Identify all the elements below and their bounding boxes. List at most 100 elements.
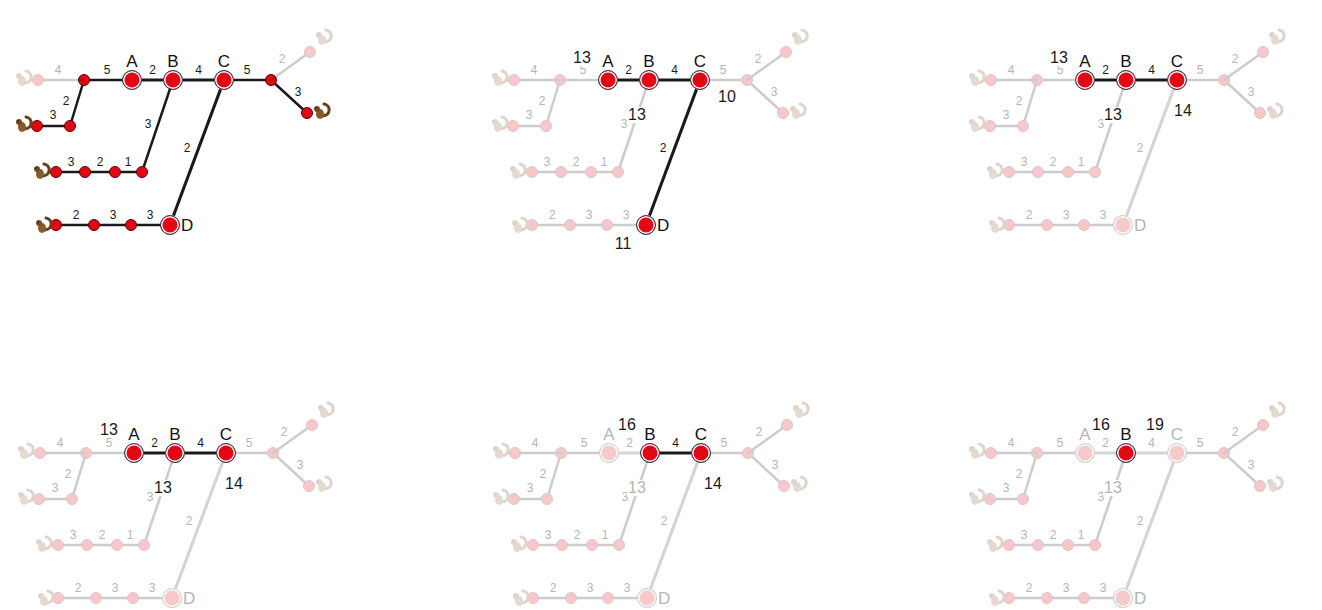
graph-edge [173, 89, 220, 215]
edge-weight: 5 [1056, 437, 1065, 449]
edge-weight: 2 [278, 53, 287, 65]
graph-vertex: A [1075, 443, 1095, 463]
graph-vertex: D [636, 215, 656, 235]
edge-weight: 4 [531, 437, 540, 449]
graph-vertex: A [599, 443, 619, 463]
edge-weight: 3 [771, 459, 780, 471]
graph-vertex: B [165, 443, 185, 463]
graph-vertex: A [124, 443, 144, 463]
edge-weight: 3 [1247, 459, 1256, 471]
edge-weight: 2 [1136, 515, 1145, 527]
edge-weight: 2 [62, 95, 71, 107]
edge-weight: 3 [67, 156, 76, 168]
edge-weight: 3 [586, 582, 595, 594]
graph-vertex: B [639, 70, 659, 90]
edge-weight: 2 [64, 468, 73, 480]
edge-weight: 3 [623, 582, 632, 594]
edge-weight: 4 [1147, 64, 1156, 76]
graph-edge [619, 453, 640, 454]
graph-vertex: C [214, 70, 234, 90]
edge-weight: 5 [580, 437, 589, 449]
edge-weight: 1 [600, 156, 609, 168]
edge-weight: 2 [1015, 95, 1024, 107]
edge-weight: 3 [144, 118, 153, 130]
edge-weight: 5 [103, 64, 112, 76]
edge-weight: 3 [544, 529, 553, 541]
vertex-letter: C [218, 53, 230, 70]
edge-weight: 4 [1007, 64, 1016, 76]
edge-weight: 5 [243, 64, 252, 76]
edge-weight: 3 [69, 529, 78, 541]
edge-weight: 3 [1247, 86, 1256, 98]
edge-weight: 1 [1077, 529, 1086, 541]
edge-weight: 2 [72, 209, 81, 221]
graph-vertex: B [163, 70, 183, 90]
edge-line [1126, 462, 1173, 588]
score-number: 13 [1049, 50, 1069, 66]
edge-line [618, 79, 639, 82]
score-number: 13 [572, 50, 592, 66]
vertex-letter: D [657, 217, 669, 234]
graph-edge [649, 89, 696, 215]
edge-weight: 5 [719, 64, 728, 76]
edge-weight: 3 [525, 109, 534, 121]
score-number: 13 [1103, 107, 1123, 123]
vertex-letter: B [169, 426, 180, 443]
vertex-letter: A [1079, 53, 1090, 70]
graph-edge [618, 80, 639, 81]
edge-weight: 2 [98, 529, 107, 541]
edge-weight: 3 [770, 86, 779, 98]
edge-weight: 3 [109, 209, 118, 221]
edge-weight: 3 [1020, 156, 1029, 168]
edge-weight: 1 [126, 529, 135, 541]
graph-vertex: A [1075, 70, 1095, 90]
edge-weight: 3 [526, 482, 535, 494]
vertex-letter: A [126, 53, 137, 70]
edge-weight: 3 [585, 209, 594, 221]
edge-weight: 3 [622, 209, 631, 221]
vertex-letter: B [643, 53, 654, 70]
edge-line [1095, 452, 1116, 455]
edge-weight: 2 [1101, 437, 1110, 449]
graph-edge [142, 80, 163, 81]
vertex-letter: C [694, 53, 706, 70]
graph-edge [1136, 80, 1167, 81]
edge-weight: 4 [1007, 437, 1016, 449]
edge-weight: 4 [56, 437, 65, 449]
graph-edge [183, 80, 214, 81]
graph-edge [1126, 89, 1173, 215]
edge-weight: 4 [196, 437, 205, 449]
vertex-letter: C [220, 426, 232, 443]
graph-vertex: C [216, 443, 236, 463]
vertex-letter: C [695, 426, 707, 443]
vertex-letter: B [167, 53, 178, 70]
graph-edge [1126, 462, 1173, 588]
vertex-letter: A [602, 53, 613, 70]
graph-vertex: C [690, 70, 710, 90]
edge-weight: 1 [124, 156, 133, 168]
graph-vertex: A [598, 70, 618, 90]
score-number: 10 [717, 89, 737, 105]
edge-weight: 5 [720, 437, 729, 449]
edge-weight: 4 [670, 64, 679, 76]
edge-line [183, 79, 214, 82]
graph-vertex: D [160, 215, 180, 235]
graph-vertex: C [691, 443, 711, 463]
edge-weight: 2 [548, 209, 557, 221]
vertex-letter: C [1171, 426, 1183, 443]
edge-line [1136, 79, 1167, 82]
graph-edge [1095, 80, 1116, 81]
edge-weight: 2 [148, 64, 157, 76]
score-number: 19 [1145, 417, 1165, 433]
edge-weight: 2 [1049, 156, 1058, 168]
vertex-letter: B [1120, 426, 1131, 443]
edge-weight: 2 [183, 142, 192, 154]
edge-line [650, 462, 697, 588]
edge-weight: 2 [1231, 426, 1240, 438]
graph-edge [660, 453, 691, 454]
score-number: 13 [1103, 480, 1123, 496]
graph-vertex: C [1167, 70, 1187, 90]
edge-weight: 2 [280, 426, 289, 438]
edge-line [1136, 452, 1167, 455]
